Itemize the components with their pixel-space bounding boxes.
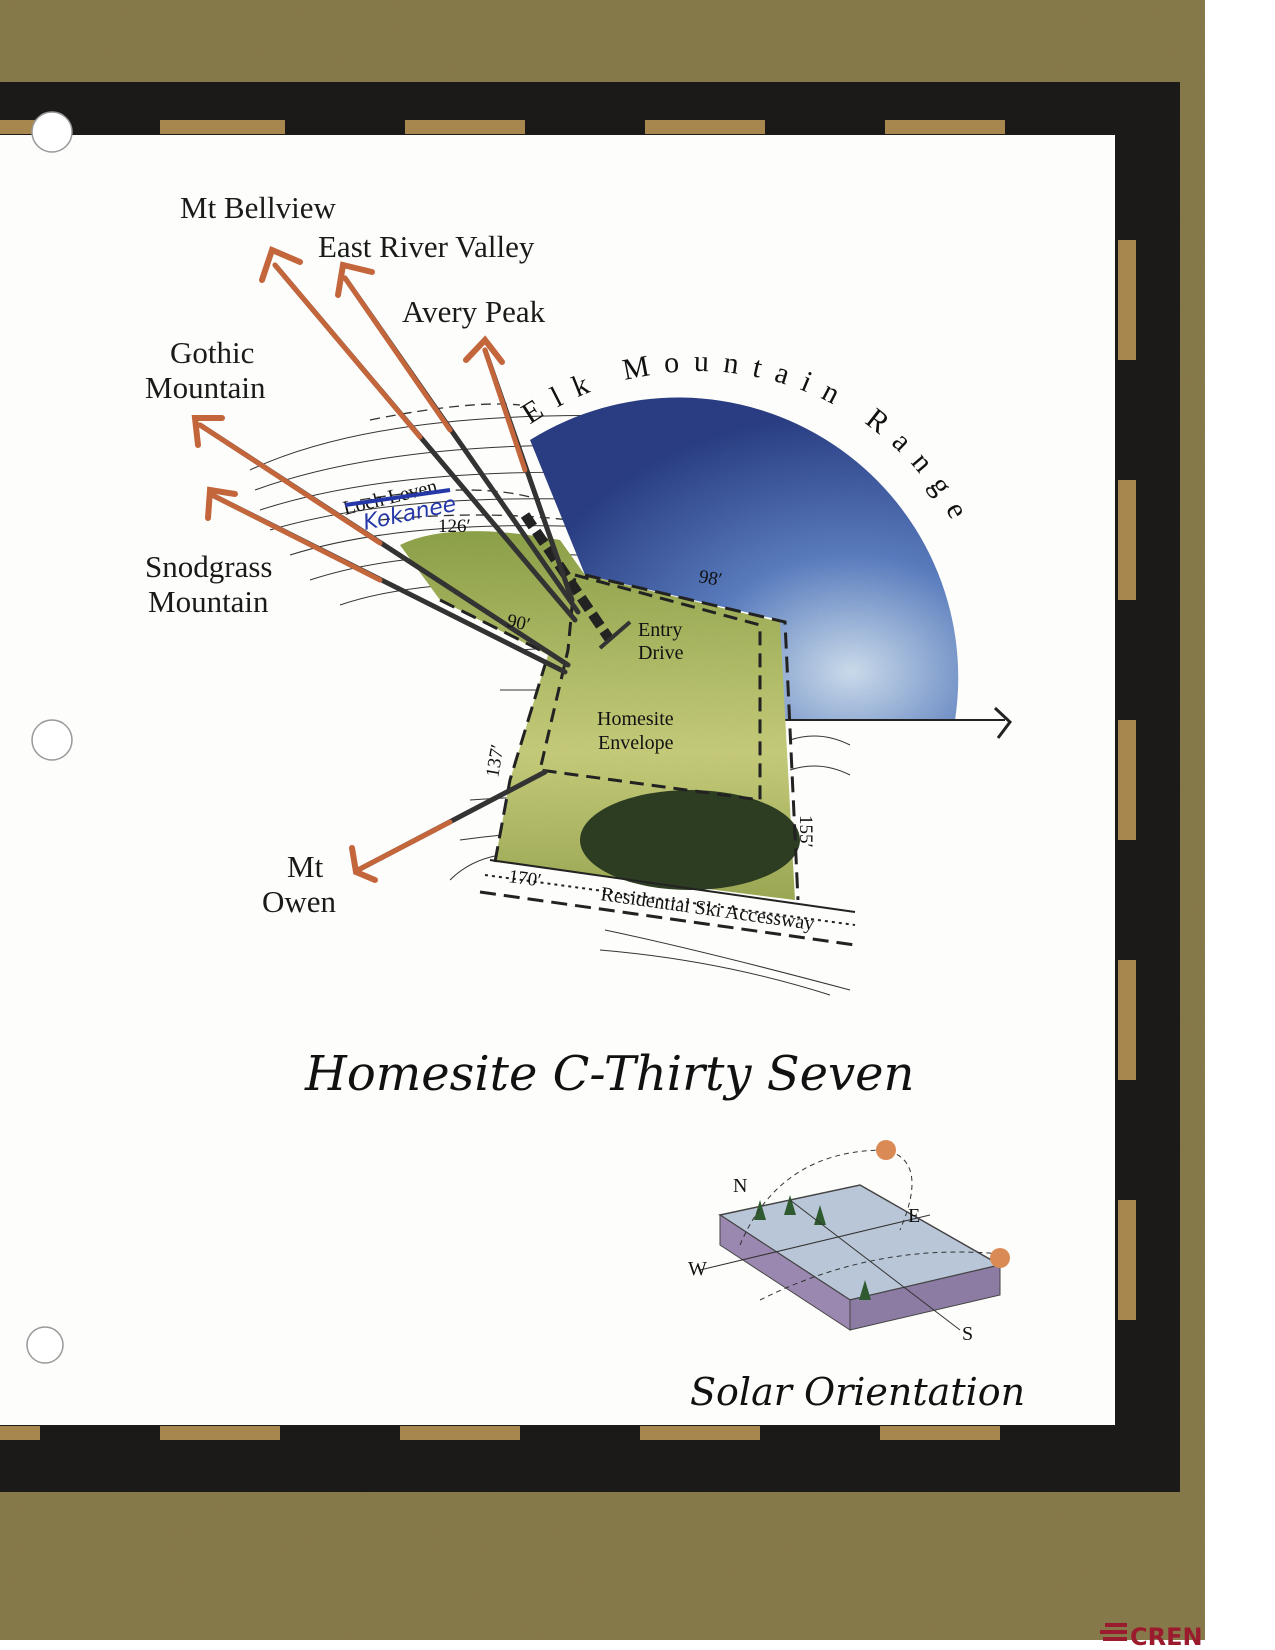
sun-icon xyxy=(876,1140,896,1160)
dim-170: 170′ xyxy=(507,866,542,891)
label-entry-2: Drive xyxy=(638,642,684,664)
arrow-mt-owen xyxy=(349,769,548,883)
dim-90: 90′ xyxy=(505,610,532,635)
solar-orientation-diagram: N E W S xyxy=(688,1140,1011,1345)
dim-126: 126′ xyxy=(438,516,471,537)
ski-accessway xyxy=(479,859,856,947)
entry-drive-arrow xyxy=(598,620,632,650)
compass-n: N xyxy=(733,1175,747,1197)
label-snodgrass-2: Mountain xyxy=(148,584,269,619)
sun-icon xyxy=(990,1248,1010,1268)
compass-w: W xyxy=(688,1258,707,1280)
arrow-mt-bellview xyxy=(259,245,578,623)
arrow-east-river-valley xyxy=(335,261,581,615)
label-gothic-2: Mountain xyxy=(145,370,266,405)
cren-logo: CREN xyxy=(1100,1623,1203,1650)
view-arrows xyxy=(191,245,581,883)
arrow-avery-peak xyxy=(463,335,575,603)
lot-boundary xyxy=(439,573,800,901)
label-avery-peak: Avery Peak xyxy=(402,294,546,329)
frame-gold-dashes xyxy=(0,120,1136,1440)
label-entry-1: Entry xyxy=(638,619,682,641)
elk-mountain-range-area xyxy=(530,397,959,720)
label-owen-1: Mt xyxy=(287,849,324,884)
solar-orientation-title: Solar Orientation xyxy=(690,1370,1025,1414)
loch-leven-strikeout xyxy=(344,488,451,507)
arrow-gothic-mountain xyxy=(191,415,571,668)
label-snodgrass-1: Snodgrass xyxy=(145,549,272,584)
svg-text:CREN: CREN xyxy=(1130,1623,1203,1650)
label-owen-2: Owen xyxy=(262,884,337,919)
label-envelope-1: Homesite xyxy=(597,708,674,730)
label-mt-bellview: Mt Bellview xyxy=(180,190,336,225)
homesite-envelope-boundary xyxy=(538,573,762,802)
binder-holes xyxy=(26,111,73,1364)
label-envelope-2: Envelope xyxy=(598,732,674,754)
east-arrow-icon xyxy=(993,706,1013,739)
map-title: Homesite C-Thirty Seven xyxy=(304,1046,914,1102)
arrow-snodgrass-mountain xyxy=(205,486,568,675)
trees xyxy=(580,790,800,890)
dim-155: 155′ xyxy=(795,815,816,848)
label-gothic-1: Gothic xyxy=(170,335,254,370)
label-east-river-valley: East River Valley xyxy=(318,229,535,264)
dim-98: 98′ xyxy=(697,566,723,591)
compass-s: S xyxy=(962,1323,973,1345)
entry-drive xyxy=(520,512,615,643)
compass-e: E xyxy=(908,1205,920,1227)
